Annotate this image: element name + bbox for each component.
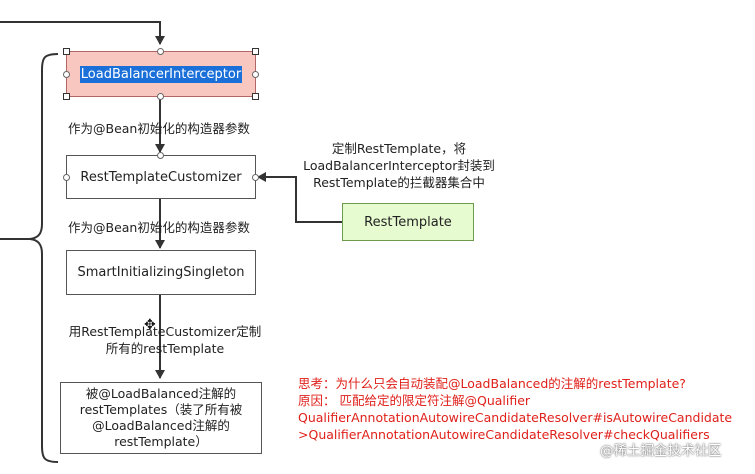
- edge-label-bean-param-2: 作为@Bean初始化的构造器参数: [68, 220, 250, 235]
- interceptor-node[interactable]: LoadBalancerInterceptor: [66, 51, 256, 97]
- selection-handle[interactable]: [63, 48, 70, 55]
- singleton-label: SmartInitializingSingleton: [77, 265, 245, 280]
- connection-point[interactable]: [63, 174, 70, 181]
- result-label-line: 被@LoadBalanced注解的: [85, 386, 237, 401]
- edge-label-wrap-line: LoadBalancerInterceptor封装到: [303, 158, 495, 173]
- connection-point[interactable]: [252, 174, 259, 181]
- note-question: 思考：为什么只会自动装配@LoadBalanced的注解的restTemplat…: [298, 376, 686, 391]
- selection-handle[interactable]: [252, 48, 259, 55]
- selection-handle[interactable]: [252, 93, 259, 100]
- connection-point[interactable]: [252, 71, 259, 78]
- result-label-line: @LoadBalanced注解的: [92, 418, 230, 433]
- singleton-node[interactable]: SmartInitializingSingleton: [66, 250, 256, 295]
- left-brace: [29, 53, 59, 463]
- connection-point[interactable]: [157, 152, 164, 159]
- customizer-label: RestTemplateCustomizer: [80, 169, 242, 185]
- arrow-resttemplate-to-customizer: [257, 172, 342, 223]
- watermark: @稀土掘金技术社区: [600, 443, 722, 459]
- note-reason-2: QualifierAnnotationAutowireCandidateReso…: [298, 410, 733, 425]
- edge-label-customize: 用RestTemplateCustomizer定制 所有的restTemplat…: [65, 323, 265, 357]
- connection-point[interactable]: [157, 93, 164, 100]
- result-label-line: restTemplate）: [114, 434, 208, 449]
- edge-label-wrap: 定制RestTemplate，将 LoadBalancerInterceptor…: [296, 140, 502, 191]
- result-node[interactable]: 被@LoadBalanced注解的 restTemplates（装了所有被 @L…: [60, 382, 262, 454]
- edge-label-wrap-line: 定制RestTemplate，将: [331, 141, 467, 156]
- move-cursor-icon: ✥: [144, 317, 156, 333]
- rest-template-label: RestTemplate: [364, 214, 452, 230]
- note-reason-1: 原因： 匹配给定的限定符注解@Qualifier: [298, 393, 531, 408]
- edge-label-wrap-line: RestTemplate的拦截器集合中: [313, 175, 485, 190]
- note-reason-3: >QualifierAnnotationAutowireCandidateRes…: [298, 427, 710, 442]
- edge-label-customize-line: 所有的restTemplate: [105, 341, 225, 356]
- customizer-node[interactable]: RestTemplateCustomizer: [66, 155, 256, 199]
- selection-handle[interactable]: [63, 93, 70, 100]
- interceptor-label: LoadBalancerInterceptor: [79, 65, 243, 83]
- connection-point[interactable]: [63, 71, 70, 78]
- edge-label-customize-line: 用RestTemplateCustomizer定制: [68, 324, 262, 339]
- edge-label-bean-param-1: 作为@Bean初始化的构造器参数: [68, 121, 250, 136]
- result-label-line: restTemplates（装了所有被: [79, 402, 243, 417]
- rest-template-node[interactable]: RestTemplate: [342, 203, 474, 241]
- incoming-connector: [0, 21, 165, 45]
- connection-point[interactable]: [157, 48, 164, 55]
